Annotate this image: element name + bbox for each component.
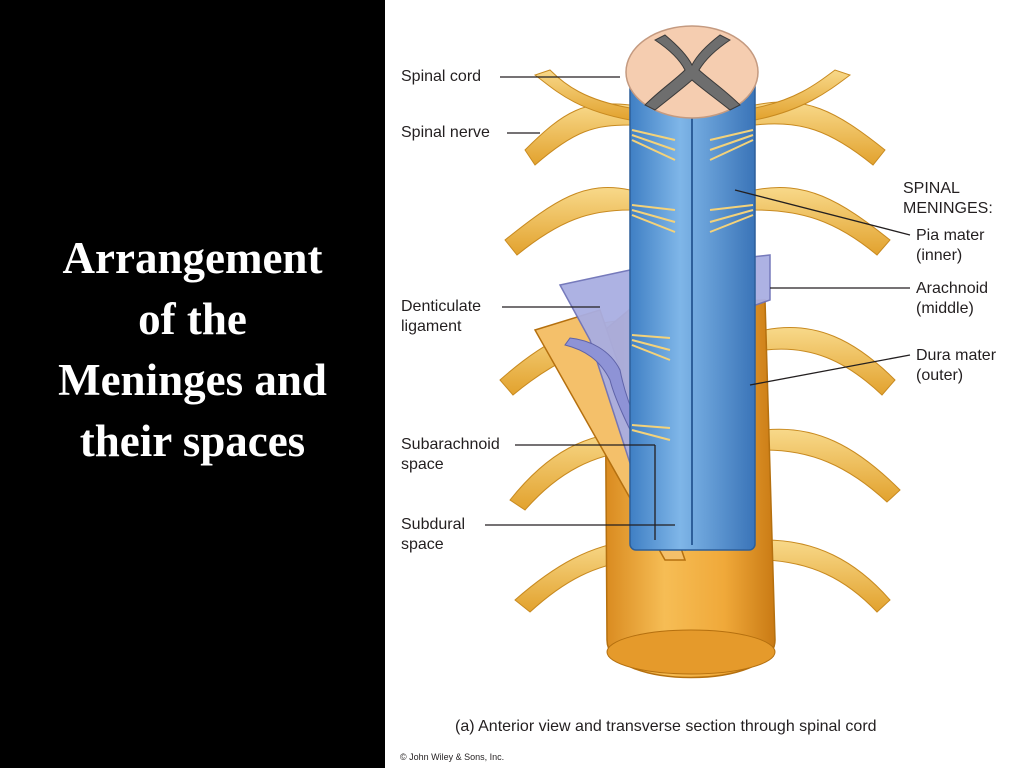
label-denticulate-ligament: Denticulate ligament xyxy=(401,298,482,335)
meninges-figure: Spinal cord Spinal nerve Denticulate lig… xyxy=(385,0,1024,768)
title-line: Arrangement xyxy=(62,233,323,283)
figure-caption: (a) Anterior view and transverse section… xyxy=(455,718,877,735)
label-arachnoid: Arachnoid (middle) xyxy=(916,280,989,317)
spinal-cord-illustration xyxy=(485,25,911,679)
label-subarachnoid-space: Subarachnoid space xyxy=(401,436,500,473)
label-spinal-cord: Spinal cord xyxy=(401,68,482,85)
leader-lines xyxy=(485,76,911,540)
title-line: Meninges and xyxy=(58,355,327,405)
nerve-rootlets xyxy=(631,129,754,441)
label-spinal-meninges: SPINAL MENINGES: xyxy=(903,180,993,217)
spinal-nerves-right xyxy=(754,69,901,613)
label-dura-mater: Dura mater (outer) xyxy=(916,347,997,384)
copyright-notice: © John Wiley & Sons, Inc. xyxy=(400,752,505,762)
label-spinal-nerve: Spinal nerve xyxy=(401,124,490,141)
gray-matter xyxy=(644,34,741,111)
label-subdural-space: Subdural space xyxy=(401,516,466,553)
slide-title: Arrangement of the Meninges and their sp… xyxy=(0,228,385,472)
title-line: of the xyxy=(138,294,247,344)
title-line: their spaces xyxy=(79,416,306,466)
label-pia-mater: Pia mater (inner) xyxy=(916,227,985,264)
